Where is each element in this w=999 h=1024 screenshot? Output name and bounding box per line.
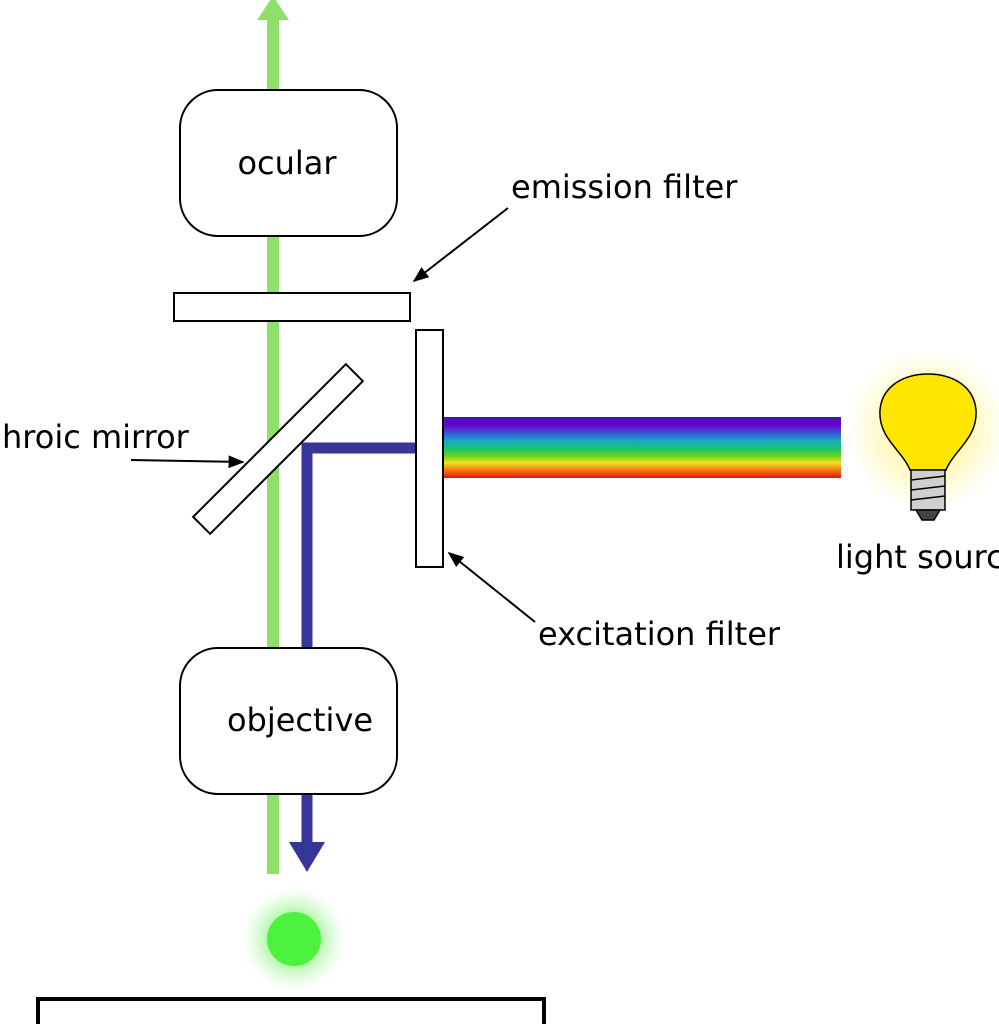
light-source-label: light sourc — [836, 538, 999, 576]
specimen-slide — [36, 997, 546, 1024]
emission-filter-label: emission filter — [511, 168, 738, 206]
dichroic-mirror — [191, 362, 365, 536]
dichroic-mirror-pointer — [130, 455, 245, 469]
objective-lens — [179, 647, 398, 795]
ocular-lens — [179, 89, 398, 237]
lightbulb-icon — [846, 348, 999, 521]
excitation-filter — [415, 329, 444, 568]
specimen-fluorescence — [242, 887, 346, 991]
emission-filter-pointer — [412, 207, 509, 282]
objective-label: objective — [227, 701, 373, 739]
emission-filter — [173, 292, 411, 322]
dichroic-mirror-label: hroic mirror — [2, 418, 190, 456]
ocular-label: ocular — [237, 144, 337, 182]
excitation-filter-pointer — [447, 551, 536, 623]
excitation-filter-label: excitation filter — [538, 615, 781, 653]
white-light-beam — [443, 417, 841, 478]
